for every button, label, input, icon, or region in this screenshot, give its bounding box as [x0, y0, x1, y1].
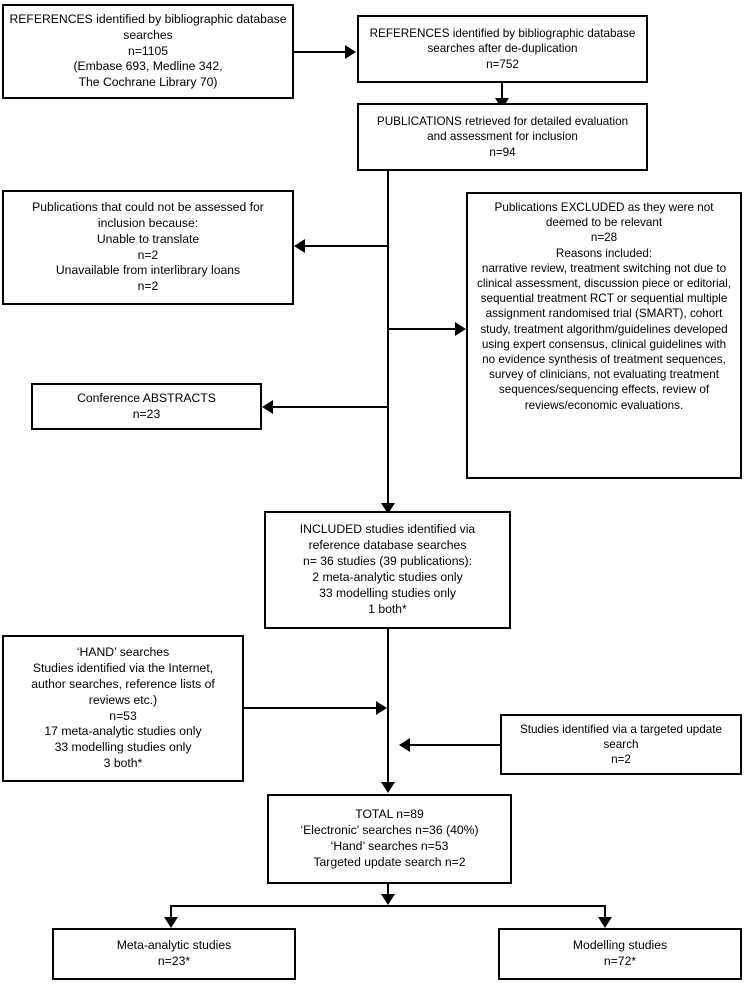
node-publications-excluded[interactable]: Publications EXCLUDED as they were not d…: [466, 192, 742, 479]
node-line: n= 36 studies (39 publications):: [302, 554, 473, 569]
node-conference-abstracts[interactable]: Conference ABSTRACTS n=23: [31, 383, 262, 430]
node-line: Studies identified via the Internet,: [32, 660, 214, 675]
node-line: n=2: [137, 247, 159, 262]
node-line: n=72*: [603, 954, 637, 968]
node-line: PUBLICATIONS retrieved for detailed eval…: [376, 115, 629, 129]
node-line: n=28: [590, 231, 618, 245]
arrowhead-split-right: [598, 917, 612, 928]
arrowhead-trunk-to-abstracts: [262, 400, 273, 414]
connector-trunk-to-not-assessed: [305, 245, 389, 247]
node-references-identified[interactable]: REFERENCES identified by bibliographic d…: [2, 4, 294, 99]
node-line: ‘Electronic’ searches n=36 (40%): [300, 823, 479, 838]
node-line: reviews etc.): [88, 692, 158, 707]
node-line: Studies identified via a targeted update: [519, 722, 723, 736]
connector-total-down: [387, 884, 389, 898]
node-line: deemed to be relevant: [545, 216, 663, 230]
node-line: n=1105: [127, 43, 169, 58]
arrowhead-hand-to-trunk: [376, 701, 387, 715]
connector-included-to-total: [387, 629, 389, 786]
connector-split-bar: [170, 905, 606, 907]
node-line: author searches, reference lists of: [31, 676, 215, 691]
node-line: 2 meta-analytic studies only: [312, 570, 463, 584]
node-line: Publications that could not be assessed …: [32, 199, 264, 214]
node-reasons-text: narrative review, treatment switching no…: [477, 261, 731, 412]
arrowhead-included-to-total: [381, 782, 395, 793]
arrowhead-total-down: [381, 894, 395, 905]
connector-targeted-to-trunk: [410, 744, 500, 746]
node-line: 3 both*: [103, 756, 143, 771]
arrowhead-targeted-to-trunk: [399, 738, 410, 752]
node-hand-searches[interactable]: ‘HAND’ searches Studies identified via t…: [2, 635, 244, 782]
arrowhead-refs-to-dedup: [345, 45, 356, 59]
node-line: 33 modelling studies only: [54, 740, 192, 755]
node-line: Conference ABSTRACTS: [77, 390, 216, 405]
node-line: 17 meta-analytic studies only: [44, 724, 202, 739]
node-line: Unable to translate: [96, 231, 200, 246]
connector-main-trunk: [387, 170, 389, 510]
node-line: searches: [123, 27, 173, 42]
connector-trunk-to-excluded: [388, 328, 455, 330]
node-line: ‘Hand’ searches n=53: [330, 839, 449, 853]
node-meta-analytic-studies[interactable]: Meta-analytic studies n=23*: [52, 928, 296, 980]
node-references-after-deduplication[interactable]: REFERENCES identified by bibliographic d…: [357, 15, 648, 83]
node-line: Reasons included:: [555, 246, 653, 260]
node-line: Unavailable from interlibrary loans: [55, 263, 241, 278]
node-line: n=94: [489, 145, 516, 159]
node-publications-not-assessed[interactable]: Publications that could not be assessed …: [2, 190, 294, 305]
node-line: searches after de-duplication: [427, 42, 578, 56]
node-line: REFERENCES identified by bibliographic d…: [9, 11, 287, 26]
connector-split-right: [604, 905, 606, 922]
node-line: (Embase 693, Medline 342,: [73, 59, 223, 74]
node-line: search: [603, 737, 639, 751]
node-line: n=53: [109, 708, 137, 723]
node-line: ‘HAND’ searches: [76, 645, 170, 660]
arrowhead-split-left: [164, 917, 178, 928]
arrowhead-trunk-to-not-assessed: [294, 239, 305, 253]
connector-hand-to-trunk: [244, 707, 376, 709]
connector-refs-to-dedup: [294, 51, 345, 53]
node-line: n=23*: [157, 954, 191, 968]
node-line: inclusion because:: [97, 215, 199, 230]
node-total-studies[interactable]: TOTAL n=89 ‘Electronic’ searches n=36 (4…: [267, 794, 512, 884]
node-line: Publications EXCLUDED as they were not: [494, 201, 714, 214]
node-line: TOTAL n=89: [355, 807, 424, 822]
node-publications-retrieved[interactable]: PUBLICATIONS retrieved for detailed eval…: [357, 103, 648, 171]
node-line: 1 both*: [368, 601, 407, 616]
node-line: 33 modelling studies only: [319, 585, 456, 600]
node-line: Targeted update search n=2: [313, 854, 466, 869]
arrowhead-trunk-to-included: [381, 503, 395, 514]
node-line: n=2: [137, 279, 159, 294]
node-line: The Cochrane Library 70): [78, 75, 218, 90]
node-line: n=752: [486, 57, 519, 71]
connector-split-left: [170, 905, 172, 922]
node-line: reference database searches: [308, 538, 467, 553]
node-targeted-update-search[interactable]: Studies identified via a targeted update…: [500, 714, 742, 775]
node-line: REFERENCES identified by bibliographic d…: [369, 27, 636, 41]
node-line: INCLUDED studies identified via: [299, 522, 476, 537]
node-line: Modelling studies: [572, 938, 668, 953]
connector-trunk-to-abstracts: [273, 406, 389, 408]
node-included-studies[interactable]: INCLUDED studies identified via referenc…: [264, 511, 511, 629]
node-line: and assessment for inclusion: [427, 130, 578, 144]
node-line: n=2: [611, 753, 631, 767]
node-line: Meta-analytic studies: [116, 938, 232, 953]
node-line: n=23: [132, 406, 161, 421]
arrowhead-trunk-to-excluded: [455, 322, 466, 336]
node-modelling-studies[interactable]: Modelling studies n=72*: [498, 928, 742, 980]
connector-dedup-to-publications: [501, 83, 503, 101]
